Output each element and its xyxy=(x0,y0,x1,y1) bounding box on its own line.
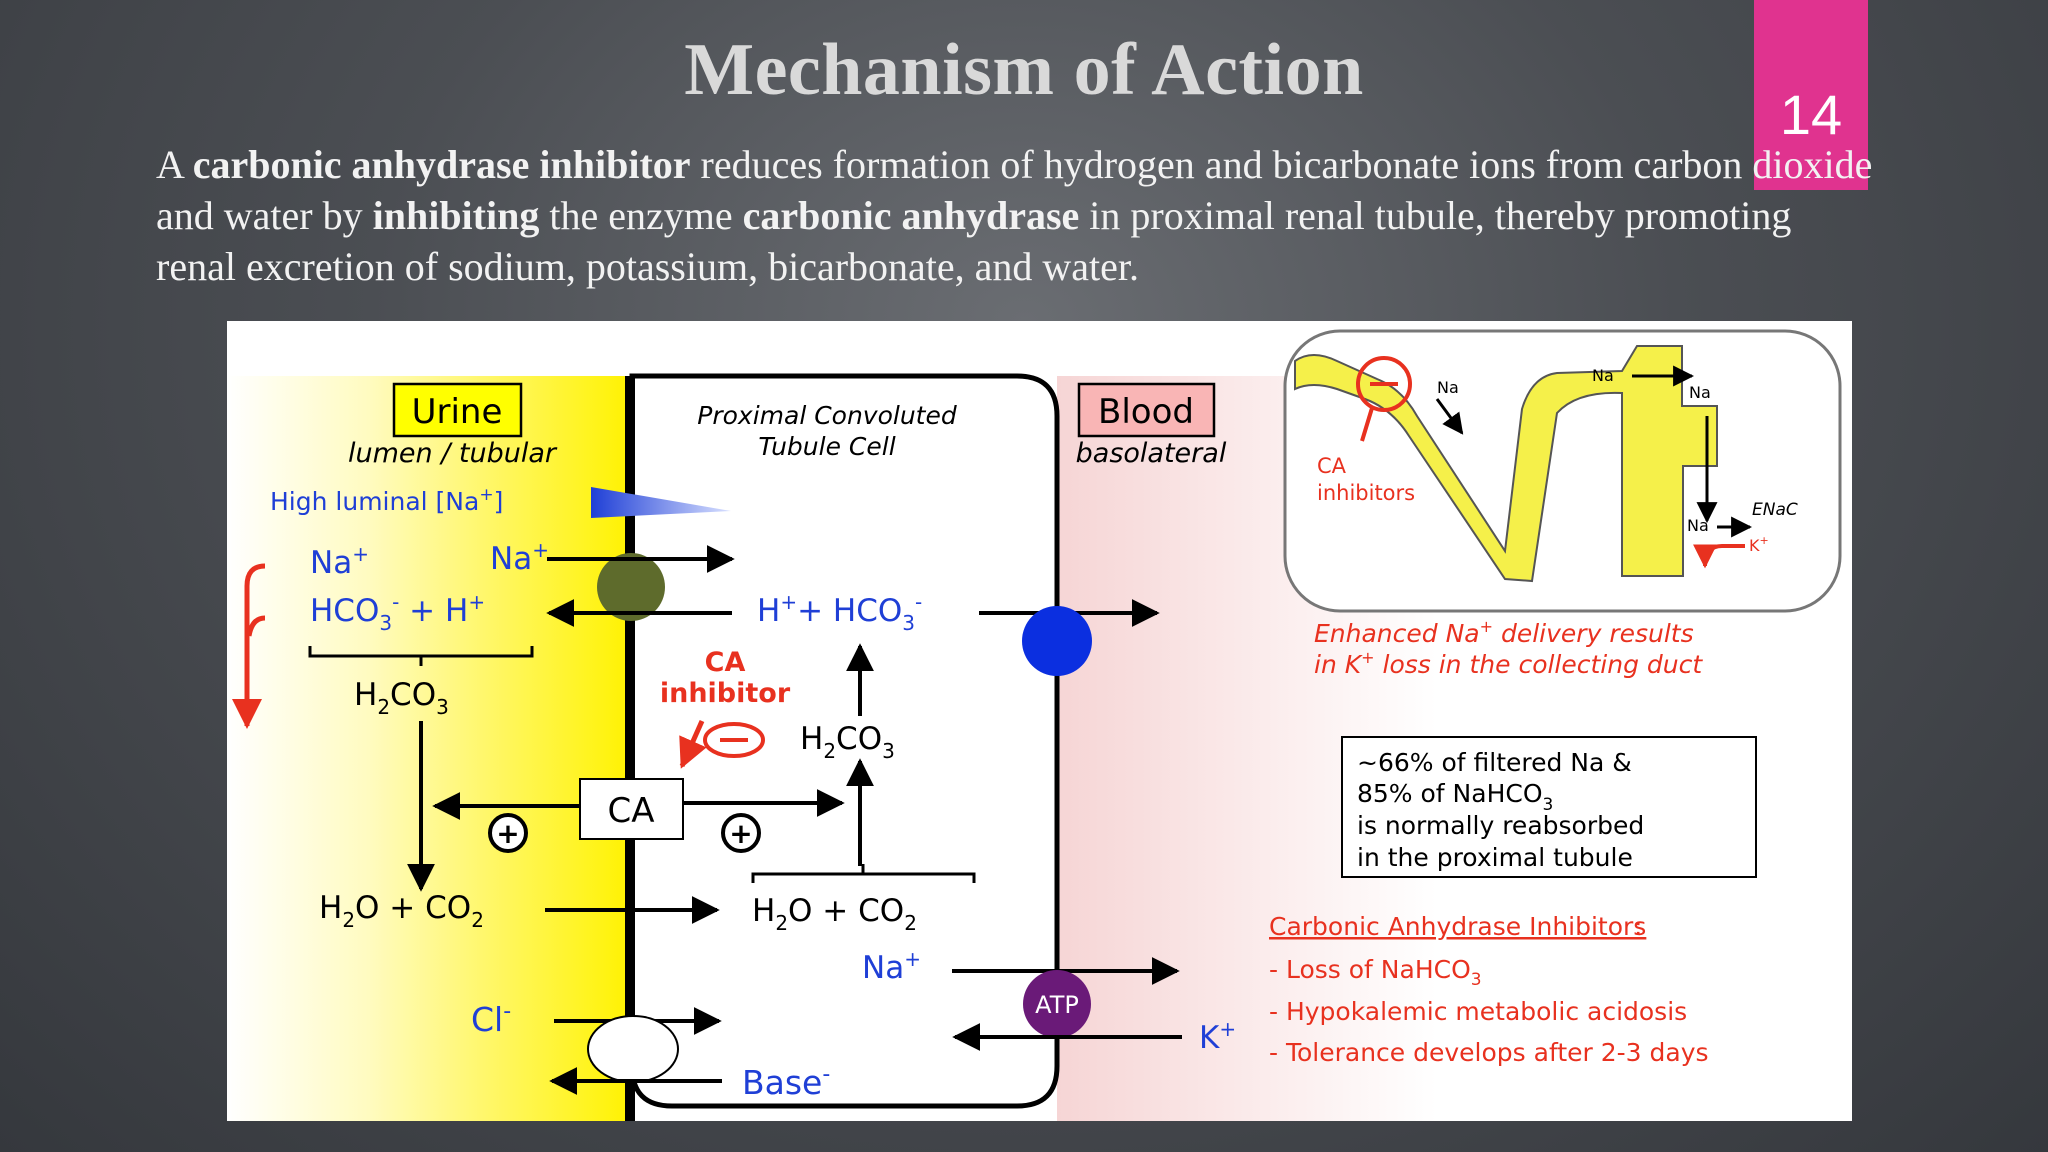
box-line-3: is normally reabsorbed xyxy=(1357,811,1644,840)
ca-enzyme-box xyxy=(579,778,684,840)
ca-inhibitor-label-2: inhibitor xyxy=(660,678,791,709)
inset-na-1: Na xyxy=(1437,378,1459,397)
intro-text-1: A xyxy=(156,142,193,187)
urine-subtitle: lumen / tubular xyxy=(348,438,558,469)
intro-bold-1: carbonic anhydrase inhibitor xyxy=(192,142,691,187)
lumen-bracket xyxy=(308,646,534,666)
blood-title: Blood xyxy=(1098,392,1194,432)
ca-enzyme-label: CA xyxy=(608,791,655,831)
cl-base-exchanger xyxy=(587,1015,679,1083)
blood-subtitle: basolateral xyxy=(1076,438,1227,469)
blood-label-box xyxy=(1077,382,1216,438)
catalysis-plus-right xyxy=(721,813,761,853)
red-excretion-branch xyxy=(246,615,266,637)
red-excretion-arrow xyxy=(232,563,266,729)
inset-inhibition-symbol xyxy=(1356,356,1412,412)
apical-membrane xyxy=(625,376,635,1121)
cai-heading: Carbonic Anhydrase Inhibitors xyxy=(1269,912,1646,941)
cl-label: Cl- xyxy=(471,999,511,1039)
enhanced-caption-1: Enhanced Na+ delivery results xyxy=(1314,617,1694,648)
nephron-inset xyxy=(1283,329,1842,613)
urine-title: Urine xyxy=(412,392,503,432)
tubule-cell xyxy=(629,373,1060,1109)
inset-k-arrow xyxy=(1693,544,1745,569)
urine-label-box xyxy=(392,382,523,438)
cell-na-label: Na+ xyxy=(862,947,921,986)
cai-item-3: - Tolerance develops after 2-3 days xyxy=(1269,1038,1709,1067)
inset-enac-label: ENaC xyxy=(1752,500,1798,520)
reabsorption-box xyxy=(1341,736,1757,878)
cell-title-1: Proximal Convoluted xyxy=(697,401,957,430)
cell-h-hco3: H++ HCO3- xyxy=(757,590,922,635)
ca-inhibitor-label-1: CA xyxy=(705,647,746,678)
cai-heading-colon: : xyxy=(1634,912,1642,941)
cell-h2o-co2: H2O + CO2 xyxy=(752,893,917,935)
base-label: Base- xyxy=(742,1062,830,1102)
urine-region xyxy=(227,376,632,1121)
diagram-svg: Urine lumen / tubular Proximal Convolute… xyxy=(227,329,1842,1121)
high-luminal-label: High luminal [Na+] xyxy=(270,485,503,516)
lumen-na-left: Na+ xyxy=(310,542,369,581)
na-gradient-wedge xyxy=(591,487,731,518)
intro-bold-2: inhibiting xyxy=(372,193,540,238)
plus-right-sign: + xyxy=(729,817,752,850)
inset-ca-label-1: CA xyxy=(1317,454,1347,478)
lumen-h2o-co2: H2O + CO2 xyxy=(319,890,484,932)
lumen-hco3-h: HCO3- + H+ xyxy=(310,590,485,635)
mechanism-diagram: Urine lumen / tubular Proximal Convolute… xyxy=(227,321,1852,1121)
page-number-badge xyxy=(1754,0,1868,190)
slide-title: Mechanism of Action xyxy=(684,29,1364,111)
inhibitor-arrow xyxy=(679,719,707,769)
inset-arrow-1 xyxy=(1435,398,1464,435)
box-line-4: in the proximal tubule xyxy=(1357,843,1633,872)
inset-na-4: Na xyxy=(1687,516,1709,535)
inset-inhibitor-line xyxy=(1360,407,1374,442)
cell-h2co3: H2CO3 xyxy=(800,721,895,763)
intro-paragraph: A carbonic anhydrase inhibitor reduces f… xyxy=(156,139,1876,292)
inset-na-3: Na xyxy=(1689,383,1711,402)
enhanced-caption-2: in K+ loss in the collecting duct xyxy=(1314,648,1703,679)
inset-na-2: Na xyxy=(1592,366,1614,385)
box-line-1: ~66% of filtered Na & xyxy=(1357,748,1632,777)
lumen-h2co3: H2CO3 xyxy=(354,677,449,719)
cell-bracket xyxy=(751,864,976,883)
intro-bold-3: carbonic anhydrase xyxy=(742,193,1080,238)
k-label: K+ xyxy=(1199,1017,1236,1056)
na-k-atpase xyxy=(1023,970,1091,1038)
cai-item-2: - Hypokalemic metabolic acidosis xyxy=(1269,997,1687,1026)
bicarbonate-transporter xyxy=(1022,606,1092,676)
box-line-2: 85% of NaHCO3 xyxy=(1357,779,1553,815)
intro-text-4: in proximal renal tubule, thereby promot… xyxy=(156,193,1792,289)
na-h-exchanger xyxy=(597,553,665,621)
intro-text-2: reduces formation of hydrogen and bicarb… xyxy=(156,142,1873,238)
atp-label: ATP xyxy=(1035,991,1079,1019)
cai-item-1: - Loss of NaHCO3 xyxy=(1269,955,1482,990)
inset-k-label: K+ xyxy=(1749,534,1769,555)
inset-ca-label-2: inhibitors xyxy=(1317,481,1415,505)
cell-title-2: Tubule Cell xyxy=(758,432,895,461)
intro-text-3: the enzyme xyxy=(539,193,743,238)
catalysis-plus-left xyxy=(488,813,528,853)
page-number: 14 xyxy=(1779,83,1843,146)
lumen-na-right: Na+ xyxy=(490,538,549,577)
plus-left-sign: + xyxy=(496,817,519,850)
